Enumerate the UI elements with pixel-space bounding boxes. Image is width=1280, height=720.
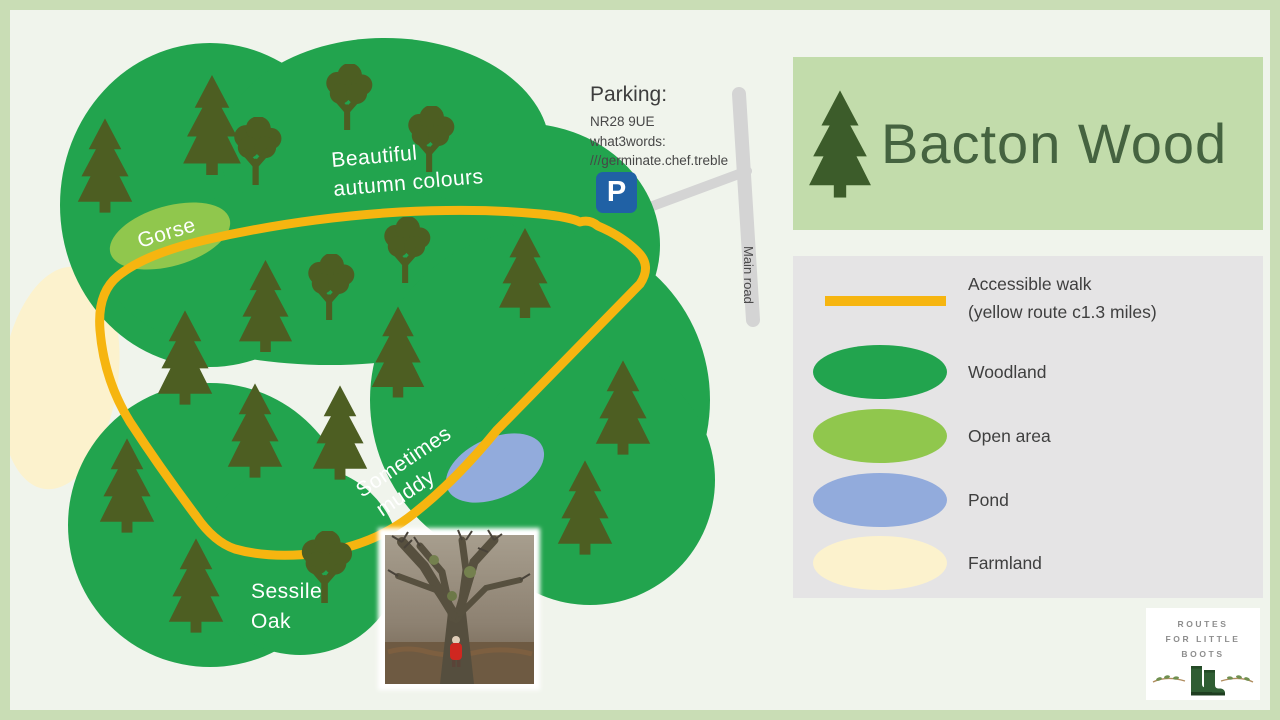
- what3words-address: ///germinate.chef.treble: [590, 153, 729, 169]
- label-main-road: Main road: [741, 246, 756, 304]
- title-banner: Bacton Wood: [793, 57, 1263, 230]
- map-legend: Accessible walk (yellow route c1.3 miles…: [793, 256, 1263, 598]
- pond: [445, 433, 545, 503]
- woodland-swatch: [813, 345, 947, 399]
- parking-info: Parking: NR28 9UE what3words: ///germina…: [590, 83, 728, 171]
- gorse-open-area: [109, 202, 231, 270]
- pond-swatch: [813, 473, 947, 527]
- main-road: [732, 87, 760, 327]
- woodland-area: [60, 38, 715, 667]
- yellow-route: [95, 205, 650, 560]
- route-swatch: [825, 296, 946, 306]
- logo-text-2: FOR LITTLE: [1165, 633, 1241, 644]
- legend-label-route-1: Accessible walk: [968, 274, 1092, 294]
- logo-text-3: BOOTS: [1181, 648, 1225, 659]
- what3words-label: what3words:: [590, 133, 666, 149]
- legend-label-open-area: Open area: [968, 426, 1051, 446]
- routes-for-little-boots-logo: ROUTES FOR LITTLE BOOTS: [1146, 608, 1260, 700]
- sessile-oak-photo: [378, 528, 540, 690]
- label-sessile-oak-1: Sessile: [251, 580, 322, 603]
- parking-icon: P: [596, 172, 637, 213]
- parking-title: Parking:: [590, 83, 668, 106]
- boots-icon: [1152, 665, 1254, 696]
- child-in-red: [450, 636, 462, 667]
- legend-label-farmland: Farmland: [968, 553, 1042, 573]
- farmland-swatch: [813, 536, 947, 590]
- parking-postcode: NR28 9UE: [590, 114, 655, 129]
- open-area-swatch: [813, 409, 947, 463]
- pine-tree-icon: [312, 385, 368, 480]
- page-title: Bacton Wood: [881, 112, 1228, 175]
- legend-label-route-2: (yellow route c1.3 miles): [968, 302, 1157, 322]
- legend-label-woodland: Woodland: [968, 362, 1047, 382]
- logo-text-1: ROUTES: [1177, 619, 1229, 629]
- legend-label-pond: Pond: [968, 490, 1009, 510]
- pine-tree-logo-icon: [807, 87, 873, 201]
- label-sessile-oak-2: Oak: [251, 610, 291, 633]
- farmland-area: [0, 266, 120, 490]
